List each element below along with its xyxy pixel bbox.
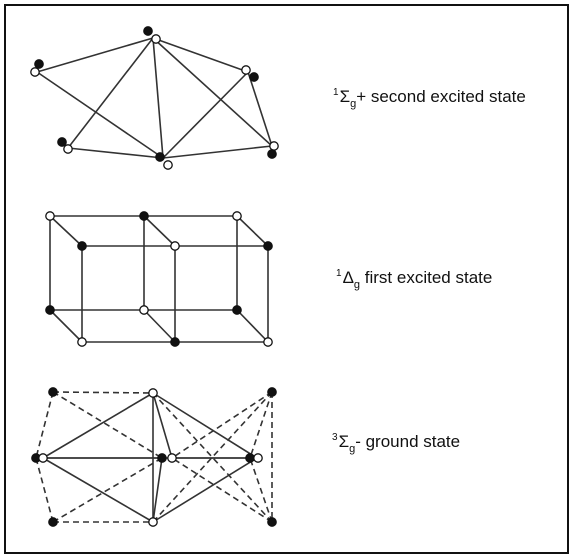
top-atom [57,137,67,147]
bottom-bond-line [152,392,258,459]
middle-atom [170,337,180,347]
middle-atom [232,305,242,315]
top-atom [163,160,173,170]
top-bond-line [67,37,154,149]
bottom-atom [253,453,263,463]
middle-bond-line [49,215,83,247]
bottom-dashed-line [52,391,163,459]
bottom-atom [167,453,177,463]
middle-bond-line [236,215,269,247]
top-bond-line [162,145,273,159]
middle-bond-line [49,309,83,343]
middle-atom [77,337,87,347]
top-bond-line [152,37,249,73]
top-atom [269,141,279,151]
middle-atom [45,211,55,221]
middle-atom [170,241,180,251]
top-atom [143,26,153,36]
middle-atom [139,211,149,221]
middle-atom [263,241,273,251]
middle-atom [77,241,87,251]
top-atom [151,34,161,44]
top-atom [30,67,40,77]
top-atom [155,152,165,162]
bottom-dashed-line [249,457,273,523]
top-atom [249,72,259,82]
bottom-atom [48,387,58,397]
bottom-atom [148,388,158,398]
top-atom [63,144,73,154]
bottom-bond-line [152,457,258,523]
top-bond-line [67,147,164,159]
bottom-bond-line [152,457,163,523]
bottom-dashed-line [171,391,273,459]
top-bond-line [162,71,249,159]
top-bond-line [247,71,273,147]
label-ground-state: 3Σg- ground state [332,432,461,455]
bottom-atom [157,453,167,463]
top-bond-line [36,71,164,159]
top-atom [267,149,277,159]
middle-atom [232,211,242,221]
bottom-bond-line [42,392,154,459]
bottom-dashed-line [35,391,54,459]
bottom-dashed-line [35,457,54,523]
middle-atom [45,305,55,315]
label-first-excited-state: 1Δg first excited state [336,268,493,291]
bottom-atom [267,517,277,527]
bottom-atom [48,517,58,527]
label-second-excited-state: 1Σg+ second excited state [333,87,526,110]
middle-bond-line [236,309,269,343]
top-atom [34,59,44,69]
bottom-atom [38,453,48,463]
middle-bond-line [143,215,176,247]
top-atom [241,65,251,75]
middle-bond-line [143,309,176,343]
bottom-atom [267,387,277,397]
bottom-bond-line [42,457,154,523]
bottom-atom [148,517,158,527]
bottom-dashed-line [52,391,154,394]
middle-atom [139,305,149,315]
top-bond-line [152,37,164,159]
top-bond-line [36,37,154,73]
bottom-dashed-line [52,457,163,523]
top-bond-line [152,37,273,147]
bottom-bond-line [152,392,173,459]
bottom-atom [245,453,255,463]
figure-frame [4,4,569,554]
bottom-dashed-line [249,391,273,459]
middle-atom [263,337,273,347]
